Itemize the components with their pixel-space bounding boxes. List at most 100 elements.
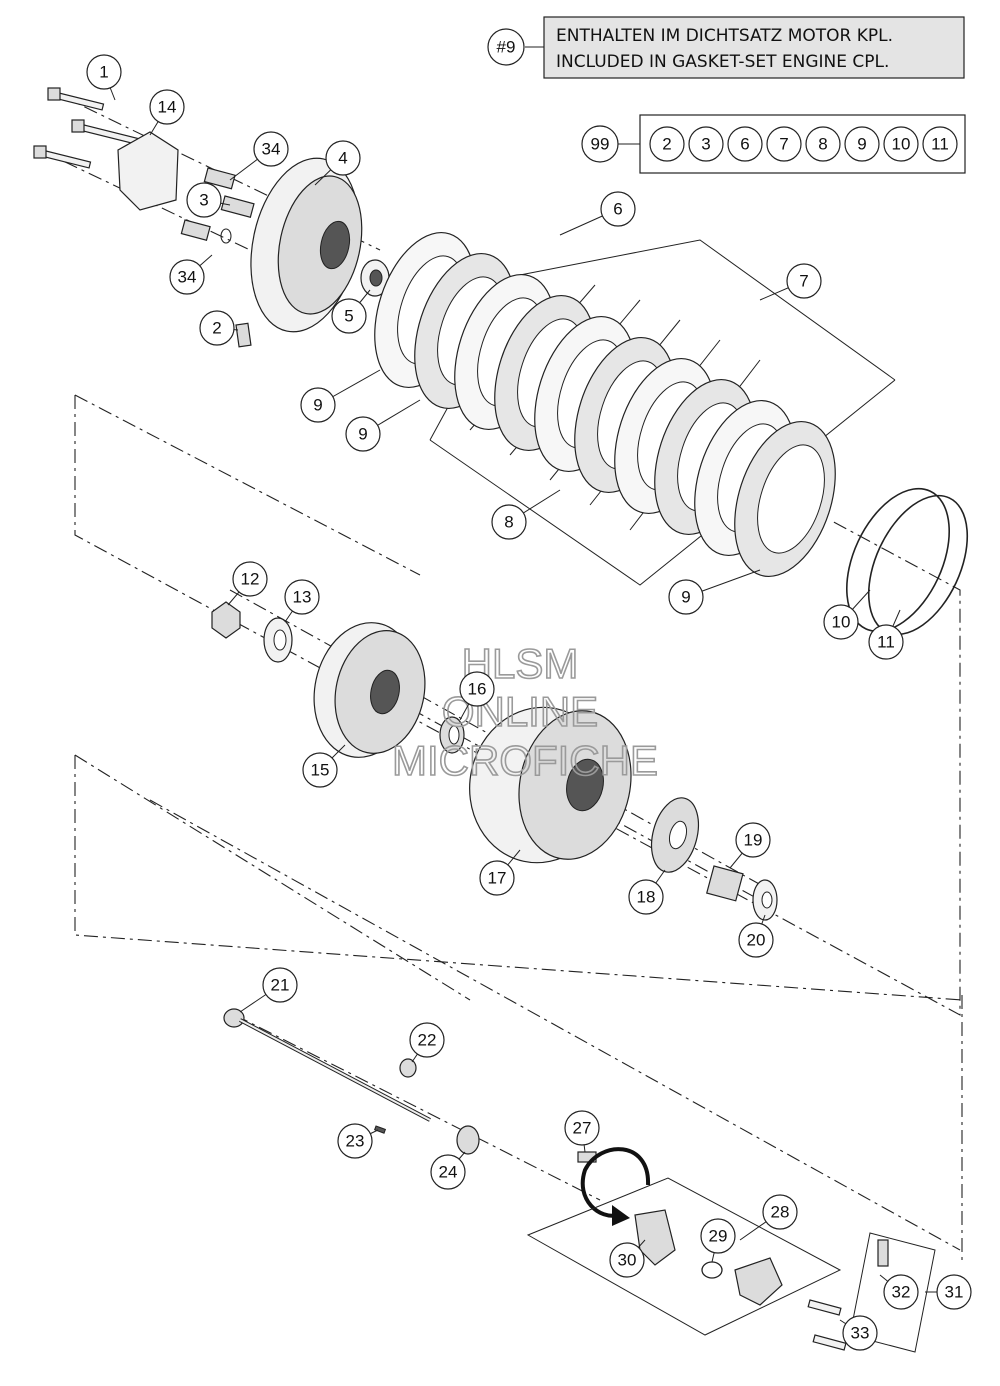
- nut-12: [211, 601, 241, 639]
- watermark: HLSM ONLINE MICROFICHE: [391, 639, 659, 785]
- callout: 19: [729, 822, 771, 869]
- callout-label: 29: [709, 1227, 728, 1246]
- washer-13: [263, 617, 293, 663]
- kit-item: 3: [688, 126, 724, 162]
- push-rod-21: [223, 1008, 431, 1122]
- callout: 27: [564, 1110, 600, 1153]
- part-22: [399, 1058, 417, 1078]
- kit-item: 2: [649, 126, 685, 162]
- inner-hub-15: [313, 622, 426, 758]
- callout-label: 3: [199, 191, 208, 210]
- callout-label: 20: [747, 931, 766, 950]
- callout: 5: [331, 289, 371, 334]
- callout: 29: [700, 1218, 736, 1263]
- callout: 34: [169, 254, 213, 295]
- callout: 1: [86, 54, 122, 101]
- callout-label: 7: [799, 272, 808, 291]
- callout-label: 34: [178, 268, 197, 287]
- kit-item-label: 11: [931, 135, 949, 154]
- kit-item-label: 3: [701, 135, 710, 154]
- callout: 9: [300, 369, 381, 423]
- kit-item: 11: [922, 126, 958, 162]
- callout-label: 14: [158, 98, 177, 117]
- callout: 30: [609, 1239, 646, 1278]
- callout-label: 13: [293, 588, 312, 607]
- kit-item-label: 10: [892, 135, 911, 154]
- bleed-screw: [877, 1239, 889, 1267]
- note-ref-label: #9: [497, 38, 516, 57]
- bolt-33a: [807, 1299, 842, 1316]
- kit-item-label: 7: [779, 135, 788, 154]
- callout-label: 33: [851, 1324, 870, 1343]
- callout-label: 17: [488, 869, 507, 888]
- callout-label: 18: [637, 888, 656, 907]
- callout: 14: [149, 89, 185, 136]
- callout-label: 19: [744, 831, 763, 850]
- callout-label: 23: [346, 1132, 365, 1151]
- callout: 6: [559, 191, 636, 236]
- clutch-plate: [734, 420, 836, 578]
- cylinder-30: [634, 1209, 676, 1266]
- kit-item: 9: [844, 126, 880, 162]
- callout-label: 28: [771, 1203, 790, 1222]
- gear-18: [650, 797, 700, 873]
- callout: 8: [491, 489, 561, 540]
- callout-label: 9: [313, 396, 322, 415]
- callout: 9: [345, 399, 421, 452]
- callout-label: 11: [877, 633, 895, 652]
- callout: 31: [925, 1274, 972, 1310]
- callout: 16: [459, 671, 495, 721]
- callout: 18: [628, 869, 666, 915]
- callout: 7: [759, 263, 822, 301]
- kit-item: 8: [805, 126, 841, 162]
- rotate-arrow-head: [612, 1205, 630, 1226]
- kit-item: 6: [727, 126, 763, 162]
- callout-label: 34: [262, 140, 281, 159]
- washer-16: [439, 716, 465, 754]
- callout: 28: [739, 1194, 798, 1241]
- ring-34: [220, 228, 232, 244]
- callout-label: 12: [241, 570, 260, 589]
- callout: 20: [738, 914, 774, 958]
- callout-label: 24: [439, 1163, 458, 1182]
- callout: 11: [868, 609, 904, 660]
- callout: 33: [839, 1315, 878, 1351]
- bolts-group: [33, 87, 139, 169]
- kit-item-label: 9: [857, 135, 866, 154]
- callout: 3: [186, 182, 231, 218]
- kit-item: 7: [766, 126, 802, 162]
- callout-label: 30: [618, 1251, 637, 1270]
- bleed-kit-frame: [849, 1232, 936, 1353]
- callout: 17: [479, 849, 521, 896]
- callout-label: 15: [311, 761, 330, 780]
- outer-basket-17: [469, 706, 632, 864]
- callout-label: 31: [945, 1283, 964, 1302]
- note-line-2: INCLUDED IN GASKET-SET ENGINE CPL.: [556, 52, 889, 72]
- callout: 10: [823, 589, 871, 640]
- callout: 15: [302, 744, 346, 788]
- note-line-1: ENTHALTEN IM DICHTSATZ MOTOR KPL.: [556, 26, 893, 46]
- callout-label: 6: [613, 200, 622, 219]
- kit-item-label: 6: [740, 135, 749, 154]
- kit-item: 10: [883, 126, 919, 162]
- pin-23: [373, 1125, 387, 1134]
- pin-2: [235, 322, 252, 348]
- callout: 9: [668, 569, 761, 615]
- springs: [180, 167, 255, 241]
- slave-cylinder-frame: [526, 1177, 842, 1336]
- callout: 22: [409, 1022, 445, 1063]
- callout: 12: [227, 561, 268, 606]
- callout-label: 21: [271, 976, 290, 995]
- gasket-set-note: ENTHALTEN IM DICHTSATZ MOTOR KPL. INCLUD…: [487, 16, 965, 79]
- callout: 24: [430, 1151, 466, 1190]
- callout-label: 1: [99, 63, 108, 82]
- kit-ref-label: 99: [591, 135, 610, 154]
- cover-part: [734, 1257, 783, 1306]
- callout-label: 16: [468, 680, 487, 699]
- washer-20: [752, 879, 778, 921]
- callout-label: 9: [681, 588, 690, 607]
- callout-label: 10: [832, 613, 851, 632]
